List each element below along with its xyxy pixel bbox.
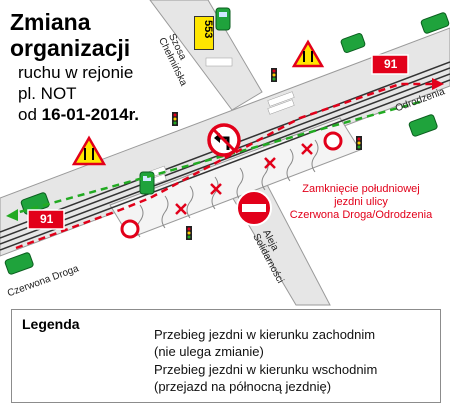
- closure-note-line1: Zamknięcie południowej: [302, 183, 420, 195]
- title-date: 16-01-2014r.: [41, 105, 140, 124]
- title-line-1: Zmiana: [10, 9, 91, 35]
- title-line-2: organizacji: [10, 35, 131, 61]
- lane-merge-warning-icon: [71, 39, 325, 166]
- route-sign-east-bg: [371, 54, 409, 75]
- route-number-east: 91: [384, 57, 398, 71]
- x-mark-icon: [175, 143, 313, 215]
- title-date-prefix: od: [18, 105, 37, 124]
- closure-note-line2: jezdni ulicy: [334, 196, 388, 208]
- legend-eastbound-line2: (przejazd na północną jezdnię): [154, 379, 332, 394]
- closure-note: Zamknięcie południowej jezdni ulicy Czer…: [276, 183, 446, 222]
- eastbound-route: [15, 82, 434, 250]
- legend-box: [11, 309, 441, 403]
- legend-westbound-line2: (nie ulega zmianie): [154, 344, 264, 359]
- route-number-west: 91: [40, 212, 54, 226]
- westbound-route: [11, 100, 421, 216]
- title-line-3: ruchu w rejonie: [18, 63, 134, 82]
- road-number-plate: [194, 16, 214, 50]
- legend-title: Legenda: [22, 316, 80, 332]
- legend-westbound-line1: Przebieg jezdni w kierunku zachodnim: [154, 327, 376, 342]
- road-number: 553: [202, 20, 214, 39]
- car-icon: [4, 7, 450, 275]
- closed-road-sign-icon: [236, 190, 272, 226]
- eastbound-arrowhead: [432, 78, 444, 90]
- westbound-arrowhead: [6, 209, 18, 221]
- no-left-turn-sign-icon: [207, 123, 241, 157]
- no-entry-sign-icon: [120, 131, 343, 239]
- traffic-light-icon: [172, 68, 362, 240]
- closure-hatching: [136, 139, 319, 238]
- closure-note-line3: Czerwona Droga/Odrodzenia: [289, 209, 433, 221]
- north-road: [149, 0, 263, 111]
- legend-eastbound-line1: Przebieg jezdni w kierunku wschodnim: [154, 362, 378, 377]
- title-line-5: od 16-01-2014r.: [18, 105, 139, 125]
- route-sign-west-bg: [27, 209, 65, 230]
- title-line-4: pl. NOT: [18, 84, 77, 103]
